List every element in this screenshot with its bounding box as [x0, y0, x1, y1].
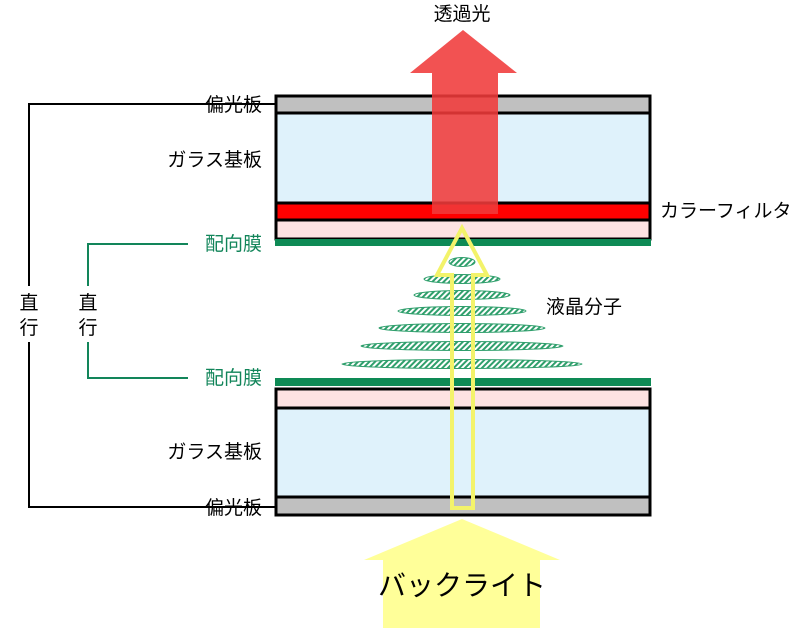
backlight-arrow	[364, 519, 560, 628]
bottom-polarizer-label: 偏光板	[205, 497, 262, 519]
bottom-glass-label: ガラス基板	[167, 441, 262, 463]
outer-orthogonal-label-2: 行	[19, 317, 38, 339]
top-alignment-film-label: 配向膜	[205, 233, 262, 255]
top-polarizer-label: 偏光板	[205, 94, 262, 116]
light-path-arrow	[433, 223, 491, 510]
lc-molecule	[341, 359, 583, 369]
bottom-alignment-film	[275, 378, 651, 386]
lc-molecule	[378, 323, 546, 333]
transmitted-light-arrow	[410, 30, 517, 214]
bottom-alignment-film-label: 配向膜	[205, 367, 262, 389]
outer-orthogonal-label-1: 直	[19, 292, 38, 314]
lc-molecule	[448, 257, 476, 267]
top-glass-label: ガラス基板	[167, 149, 262, 171]
liquid-crystal-label: 液晶分子	[546, 296, 622, 318]
inner-orthogonal-bracket	[87, 243, 188, 379]
outer-orthogonal-bracket	[28, 103, 276, 508]
bottom-glass-substrate	[274, 406, 652, 499]
bottom-pink-layer	[274, 387, 652, 410]
transmitted-light-label: 透過光	[433, 3, 490, 25]
lc-molecule	[413, 290, 511, 300]
backlight-label: バックライト	[378, 569, 546, 602]
inner-orthogonal-label-1: 直	[78, 292, 97, 314]
inner-orthogonal-label-2: 行	[78, 317, 97, 339]
lc-molecule	[397, 306, 527, 316]
color-filter-label: カラーフィルタ	[660, 200, 791, 222]
lc-molecule	[360, 341, 564, 351]
top-alignment-film	[275, 239, 651, 246]
